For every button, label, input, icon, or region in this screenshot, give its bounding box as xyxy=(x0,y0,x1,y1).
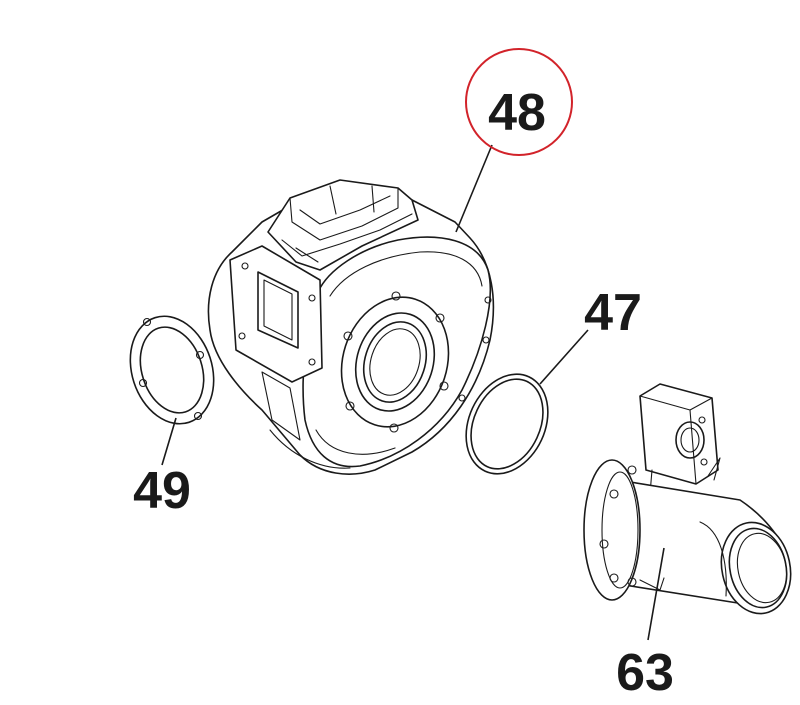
gasket-hole xyxy=(195,350,205,360)
label-part-48: 48 xyxy=(488,84,546,142)
part-63-venturi xyxy=(583,383,792,615)
part-48-blower xyxy=(207,179,495,475)
gasket-hole xyxy=(193,411,203,421)
gasket-hole xyxy=(138,378,148,388)
leader-47 xyxy=(539,329,589,385)
leader-63 xyxy=(647,547,665,641)
leader-49 xyxy=(161,417,177,466)
highlight-circle xyxy=(465,48,573,156)
part-49-gasket xyxy=(129,315,215,425)
label-part-49: 49 xyxy=(133,462,191,520)
part-47-o-ring xyxy=(465,373,549,475)
label-part-63: 63 xyxy=(616,644,674,702)
leader-48 xyxy=(455,144,493,233)
gasket-hole xyxy=(142,317,152,327)
label-part-47: 47 xyxy=(584,284,642,342)
